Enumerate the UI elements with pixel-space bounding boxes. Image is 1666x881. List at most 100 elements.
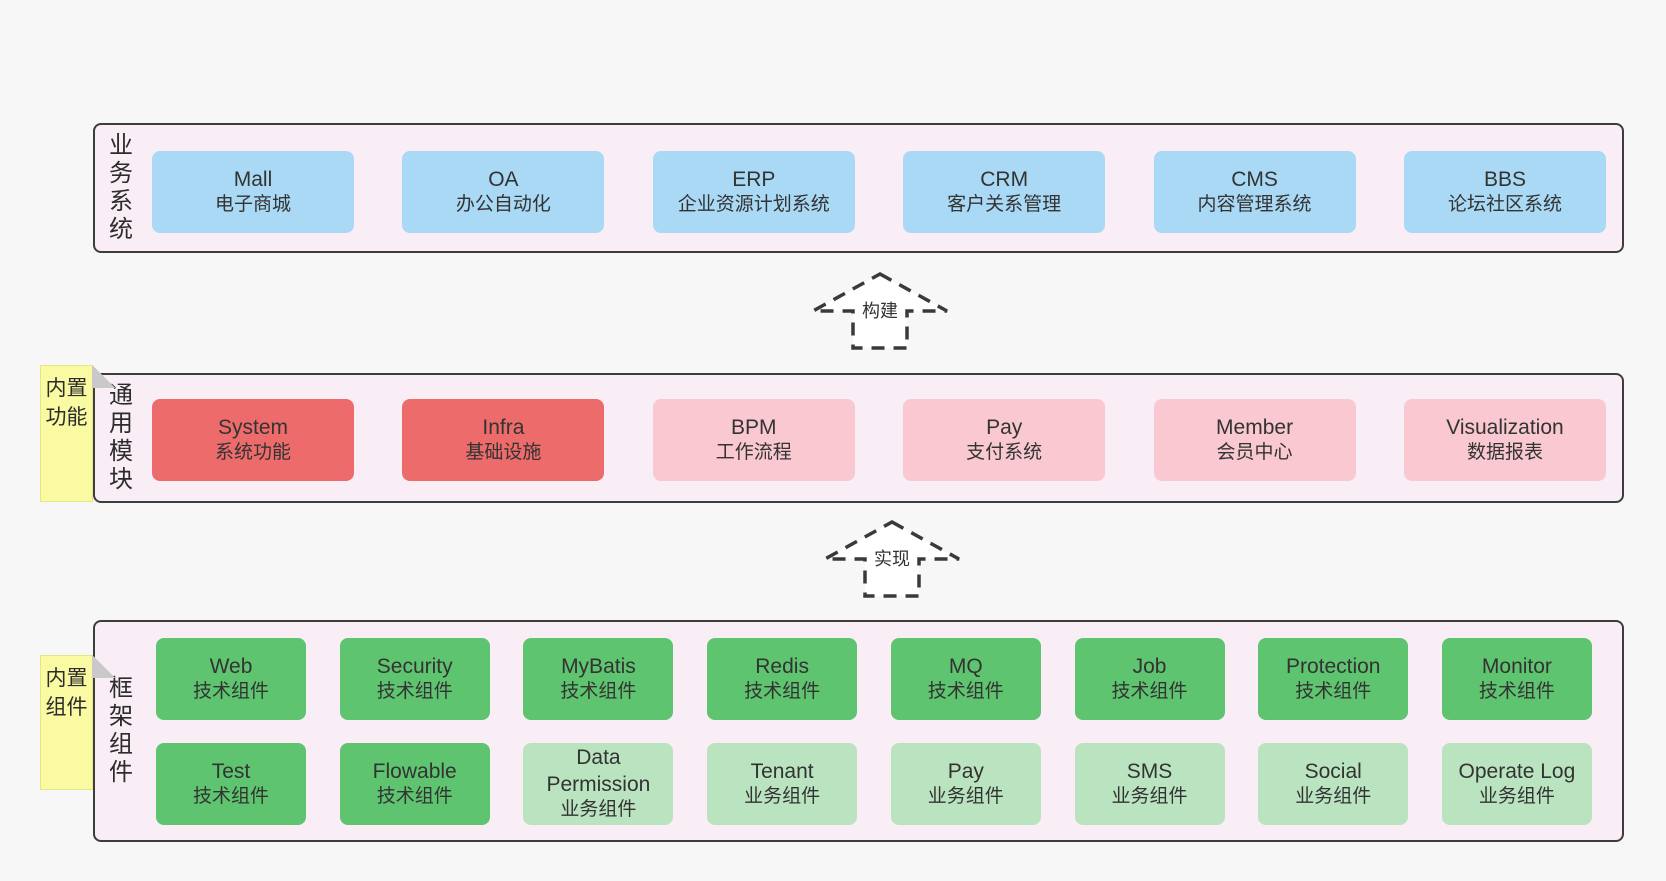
box-subtitle: 客户关系管理 [947,193,1062,215]
box-title: System [217,415,288,439]
box-title: MyBatis [561,654,636,678]
box-subtitle: 系统功能 [214,441,291,463]
box-title: Pay [947,759,984,783]
box-subtitle: 业务组件 [560,798,637,820]
box-title: CMS [1231,167,1278,191]
box-subtitle: 技术组件 [376,785,453,807]
box-subtitle: 技术组件 [744,680,821,702]
diagram-box-erp: ERP 企业资源计划系统 [652,151,855,233]
band-label-framework-components: 框架组件 [109,674,133,787]
diagram-box-bpm: BPM 工作流程 [652,399,855,481]
diagram-box-mq: MQ 技术组件 [890,638,1041,720]
box-subtitle: 业务组件 [927,785,1004,807]
diagram-box-job: Job 技术组件 [1074,638,1225,720]
box-title: ERP [732,167,776,191]
box-subtitle: 论坛社区系统 [1447,193,1562,215]
band-common-modules: 通用模块 System 系统功能 Infra 基础设施 BPM 工作流程 Pay… [93,373,1624,503]
box-subtitle: 技术组件 [192,680,269,702]
implement-arrow: 实现 [822,519,962,599]
diagram-box-crm: CRM 客户关系管理 [903,151,1106,233]
box-title: MQ [948,654,983,678]
band-framework-components: 框架组件 Web 技术组件 Security 技术组件 MyBatis 技术组件… [93,620,1624,842]
box-title: Test [211,759,251,783]
box-title: Tenant [750,759,814,783]
box-subtitle: 技术组件 [376,680,453,702]
box-title: Web [209,654,253,678]
diagram-box-mybatis: MyBatis 技术组件 [523,638,674,720]
diagram-box-oa: OA 办公自动化 [402,151,605,233]
arrow-label-implement: 实现 [871,545,913,571]
box-subtitle: 技术组件 [560,680,637,702]
box-title: Redis [755,654,809,678]
box-subtitle: 内容管理系统 [1197,193,1312,215]
box-title: Social [1304,759,1362,783]
box-subtitle: 技术组件 [927,680,1004,702]
diagram-box-visualization: Visualization 数据报表 [1403,399,1606,481]
diagram-box-security: Security 技术组件 [339,638,490,720]
box-subtitle: 基础设施 [465,441,542,463]
box-subtitle: 技术组件 [1111,680,1188,702]
box-title: Monitor [1481,654,1552,678]
box-title: Pay [986,415,1023,439]
diagram-box-test: Test 技术组件 [156,743,306,825]
box-subtitle: 支付系统 [966,441,1043,463]
diagram-box-flowable: Flowable 技术组件 [339,743,490,825]
box-title: Visualization [1446,415,1564,439]
diagram-box-operate-log: Operate Log 业务组件 [1441,743,1592,825]
diagram-box-bbs: BBS 论坛社区系统 [1403,151,1606,233]
box-title: Protection [1285,654,1381,678]
diagram-box-tenant: Tenant 业务组件 [707,743,858,825]
box-title: Data Permission [546,746,651,796]
box-subtitle: 办公自动化 [455,193,551,215]
box-subtitle: 业务组件 [1478,785,1555,807]
box-subtitle: 业务组件 [1111,785,1188,807]
box-title: Security [376,654,453,678]
box-subtitle: 数据报表 [1466,441,1543,463]
diagram-box-protection: Protection 技术组件 [1258,638,1409,720]
box-title: BPM [731,415,777,439]
box-subtitle: 电子商城 [214,193,291,215]
diagram-box-system: System 系统功能 [152,399,354,481]
diagram-box-infra: Infra 基础设施 [402,399,605,481]
box-subtitle: 业务组件 [1295,785,1372,807]
box-subtitle: 业务组件 [744,785,821,807]
box-subtitle: 工作流程 [715,441,792,463]
diagram-box-redis: Redis 技术组件 [707,638,858,720]
diagram-box-social: Social 业务组件 [1258,743,1409,825]
box-title: Mall [233,167,273,191]
diagram-box-pay-system: Pay 支付系统 [903,399,1106,481]
diagram-box-member: Member 会员中心 [1153,399,1356,481]
box-title: OA [488,167,519,191]
box-title: Infra [482,415,525,439]
diagram-box-pay-component: Pay 业务组件 [890,743,1041,825]
box-title: Flowable [372,759,457,783]
band-label-common-modules: 通用模块 [109,381,133,494]
box-title: Operate Log [1458,759,1576,783]
diagram-box-data-permission: Data Permission 业务组件 [523,743,674,825]
box-subtitle: 技术组件 [1478,680,1555,702]
band-business-systems: 业务系统 Mall 电子商城 OA 办公自动化 ERP 企业资源计划系统 CRM… [93,123,1624,253]
box-subtitle: 会员中心 [1216,441,1293,463]
diagram-box-cms: CMS 内容管理系统 [1153,151,1356,233]
sticky-note-text: 内置功能 [45,377,88,429]
diagram-box-mall: Mall 电子商城 [152,151,354,233]
box-title: Job [1132,654,1167,678]
box-subtitle: 技术组件 [1295,680,1372,702]
band-label-business-systems: 业务系统 [109,131,133,244]
box-title: SMS [1126,759,1173,783]
sticky-note-built-in-components: 内置组件 [40,655,115,790]
sticky-note-built-in-features: 内置功能 [40,365,115,502]
box-subtitle: 企业资源计划系统 [677,193,830,215]
arrow-label-build: 构建 [859,297,901,323]
box-title: Member [1216,415,1294,439]
box-title: CRM [980,167,1029,191]
box-subtitle: 技术组件 [192,785,269,807]
box-title: BBS [1483,167,1526,191]
sticky-note-text: 内置组件 [45,667,88,719]
diagram-box-web: Web 技术组件 [156,638,306,720]
diagram-box-monitor: Monitor 技术组件 [1441,638,1592,720]
sticky-fold-icon [92,365,115,388]
sticky-fold-icon [92,655,115,678]
diagram-box-sms: SMS 业务组件 [1074,743,1225,825]
